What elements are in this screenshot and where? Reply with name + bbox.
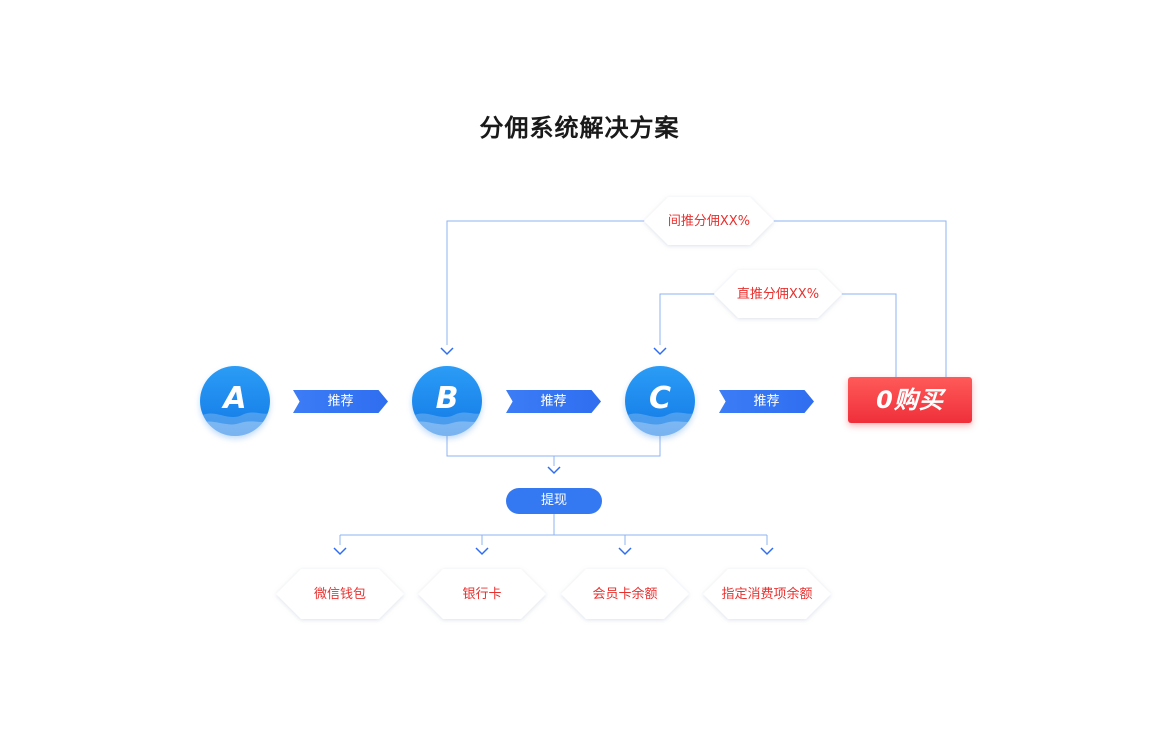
chevron-down-icon <box>333 547 347 556</box>
page-title: 分佣系统解决方案 <box>479 114 680 142</box>
chevron-down-icon <box>653 347 667 356</box>
direct-commission-badge: 直推分佣XX% <box>714 270 842 318</box>
direct-commission-label: 直推分佣XX% <box>737 287 819 302</box>
withdraw-option-wechat: 微信钱包 <box>276 569 404 619</box>
node-letter: B <box>435 381 459 416</box>
node-c: C <box>625 366 695 436</box>
node-letter: A <box>223 381 247 416</box>
withdraw-option-member-card: 会员卡余额 <box>561 569 689 619</box>
chevron-down-icon <box>618 547 632 556</box>
zero-purchase-badge: 0购买 <box>848 377 972 423</box>
chevron-down-icon <box>547 466 561 475</box>
node-a: A <box>200 366 270 436</box>
node-b: B <box>412 366 482 436</box>
wave-decoration <box>200 412 270 436</box>
withdraw-option-label: 微信钱包 <box>314 587 366 602</box>
wave-decoration <box>625 412 695 436</box>
chevron-down-icon <box>760 547 774 556</box>
recommend-arrow-b-c: 推荐 <box>506 390 601 413</box>
withdraw-option-label: 指定消费项余额 <box>721 586 812 602</box>
withdraw-option-bank-card: 银行卡 <box>418 569 546 619</box>
withdraw-option-consumption: 指定消费项余额 <box>703 569 831 619</box>
indirect-commission-label: 间推分佣XX% <box>668 214 750 229</box>
node-letter: C <box>648 381 672 416</box>
chevron-down-icon <box>475 547 489 556</box>
withdraw-option-label: 银行卡 <box>462 587 501 602</box>
recommend-arrow-a-b: 推荐 <box>293 390 388 413</box>
indirect-commission-badge: 间推分佣XX% <box>644 197 774 245</box>
recommend-arrow-c-buy: 推荐 <box>719 390 814 413</box>
withdraw-pill: 提现 <box>506 488 602 514</box>
chevron-down-icon <box>440 347 454 356</box>
collect-line <box>446 436 661 457</box>
withdraw-option-label: 会员卡余额 <box>592 586 657 602</box>
wave-decoration <box>412 412 482 436</box>
